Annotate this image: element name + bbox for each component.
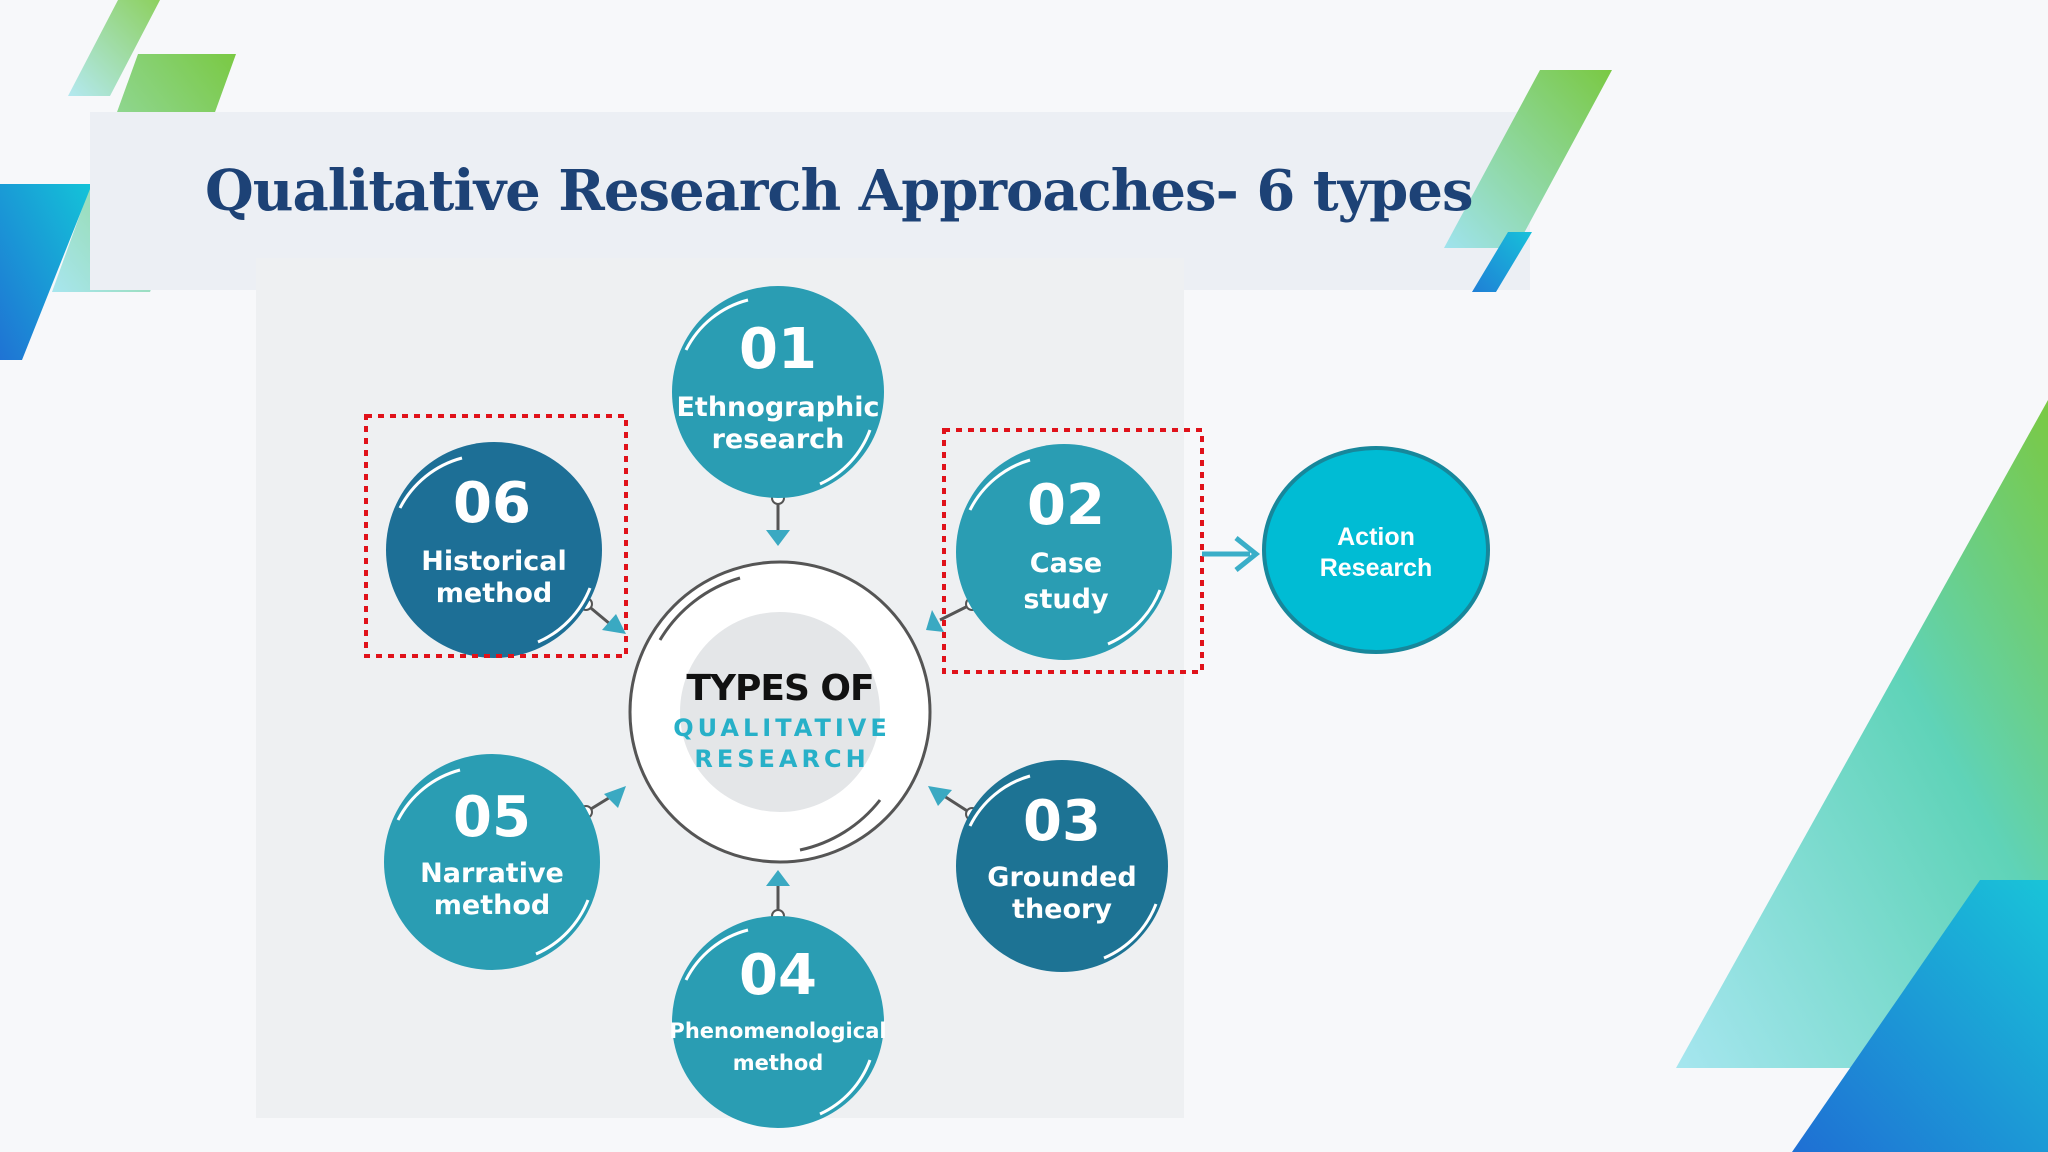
type-04-circle — [672, 916, 884, 1128]
type-01-number: 01 — [739, 317, 817, 382]
type-01-node: 01 Ethnographic research — [672, 286, 884, 546]
type-03-label-1: Grounded — [987, 862, 1136, 893]
type-05-label-1: Narrative — [420, 858, 564, 889]
center-subtitle-2: RESEARCH — [694, 745, 869, 773]
top-right-decoration — [1444, 70, 1612, 292]
type-01-label-2: research — [712, 424, 845, 455]
type-05-number: 05 — [453, 785, 531, 850]
type-02-label-2: study — [1023, 584, 1109, 615]
type-04-number: 04 — [739, 943, 817, 1008]
action-arrow — [1202, 536, 1261, 572]
type-06-label-2: method — [436, 578, 552, 609]
type-06-label-1: Historical — [421, 546, 566, 577]
type-04-label-2: method — [733, 1051, 824, 1075]
center-circle: TYPES OF QUALITATIVE RESEARCH — [628, 560, 932, 864]
type-02-label-1: Case — [1030, 548, 1102, 579]
type-03-circle — [956, 760, 1168, 972]
type-02-number: 02 — [1027, 473, 1105, 538]
type-04-node: 04 Phenomenological method — [669, 870, 887, 1128]
slide-title: Qualitative Research Approaches- 6 types — [205, 158, 1473, 224]
center-title: TYPES OF — [686, 668, 873, 709]
type-03-number: 03 — [1023, 789, 1101, 854]
type-02-highlight-box — [942, 428, 1204, 674]
type-02-node: 02 Case study — [926, 428, 1204, 674]
type-05-circle — [384, 754, 600, 970]
type-01-circle — [672, 286, 884, 498]
type-03-node: 03 Grounded theory — [928, 760, 1168, 972]
action-research-label-2: Research — [1320, 554, 1433, 582]
type-06-circle — [386, 442, 602, 658]
type-06-number: 06 — [453, 471, 531, 536]
type-01-label-1: Ethnographic — [676, 392, 879, 423]
type-02-circle — [956, 444, 1172, 660]
action-research-label-1: Action — [1337, 523, 1415, 551]
type-06-node: 06 Historical method — [364, 414, 628, 658]
center-subtitle-1: QUALITATIVE — [673, 714, 890, 742]
type-05-node: 05 Narrative method — [384, 754, 626, 970]
action-research-circle — [1262, 446, 1490, 654]
action-research-node: Action Research — [1262, 446, 1490, 654]
type-03-label-2: theory — [1012, 894, 1112, 925]
type-06-highlight-box — [364, 414, 628, 658]
type-04-label-1: Phenomenological — [669, 1019, 886, 1043]
type-05-label-2: method — [434, 890, 550, 921]
